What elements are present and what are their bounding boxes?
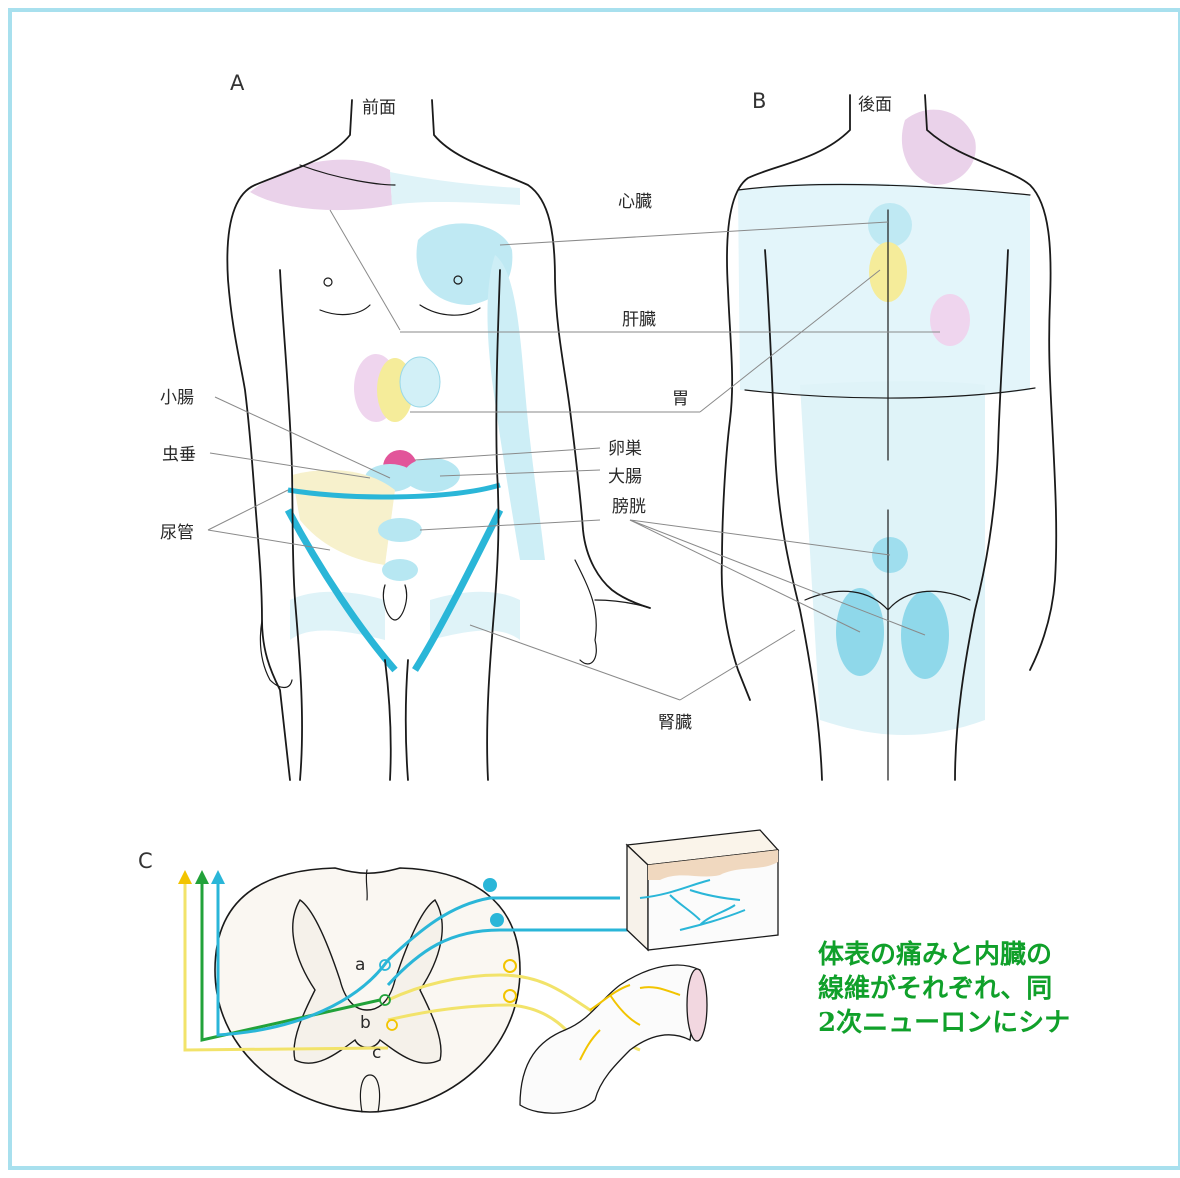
front-shoulder-band-zone <box>390 172 520 205</box>
back-shoulder-zone <box>902 110 976 185</box>
somatic-ganglion-2 <box>490 913 504 927</box>
synapse-label-a: a <box>355 955 365 975</box>
front-shoulder-zone <box>250 160 392 210</box>
back-liver-zone <box>930 294 970 346</box>
front-legs-inner <box>385 660 408 780</box>
front-pectoral-left <box>320 305 370 315</box>
arrow-cyan <box>211 870 225 884</box>
label-appendix: 虫垂 <box>162 445 196 465</box>
panel-b-letter: B <box>752 89 766 113</box>
somatic-ganglion-1 <box>483 878 497 892</box>
label-ureter: 尿管 <box>160 523 194 543</box>
arrow-yellow <box>178 870 192 884</box>
front-bladder-zone-2 <box>382 559 418 581</box>
panel-b-view: 後面 <box>858 95 892 115</box>
front-groin <box>383 585 406 620</box>
back-heart-zone <box>868 203 912 247</box>
front-pectoral-right <box>420 305 480 315</box>
label-large-intestine: 大腸 <box>608 467 642 487</box>
label-stomach: 胃 <box>672 389 689 409</box>
caption-line-3: 2次ニューロンにシナ <box>818 1006 1180 1040</box>
panel-c-letter: C <box>138 849 153 873</box>
intestine-opening <box>687 969 707 1041</box>
front-body <box>227 100 650 780</box>
panel-a-letter: A <box>230 71 245 95</box>
label-heart: 心臓 <box>618 192 652 212</box>
panel-a-view: 前面 <box>362 98 396 118</box>
back-body <box>722 95 1057 780</box>
front-bladder-zone <box>378 518 422 542</box>
synapse-label-c: c <box>372 1043 381 1063</box>
caption-line-2: 線維がそれぞれ、同 <box>818 972 1180 1006</box>
synapse-label-b: b <box>360 1013 371 1033</box>
front-ureter-band-right <box>415 510 500 670</box>
label-bladder: 膀胱 <box>612 497 646 517</box>
arrow-green <box>195 870 209 884</box>
label-ovary: 卵巣 <box>608 439 642 459</box>
front-nipple-left <box>324 278 332 286</box>
label-small-intestine: 小腸 <box>160 388 194 408</box>
front-liver-zone <box>400 357 440 407</box>
caption-line-1: 体表の痛みと内臓の <box>818 938 1180 972</box>
intestine-body <box>520 965 700 1113</box>
label-liver: 肝臓 <box>622 310 656 330</box>
front-kidney-zone <box>290 592 520 640</box>
caption-text: 体表の痛みと内臓の 線維がそれぞれ、同 2次ニューロンにシナ <box>818 938 1180 1040</box>
intestine-segment <box>520 965 707 1113</box>
front-hand-right <box>575 560 650 664</box>
label-kidney: 腎臓 <box>658 713 692 733</box>
skin-block <box>627 830 778 950</box>
